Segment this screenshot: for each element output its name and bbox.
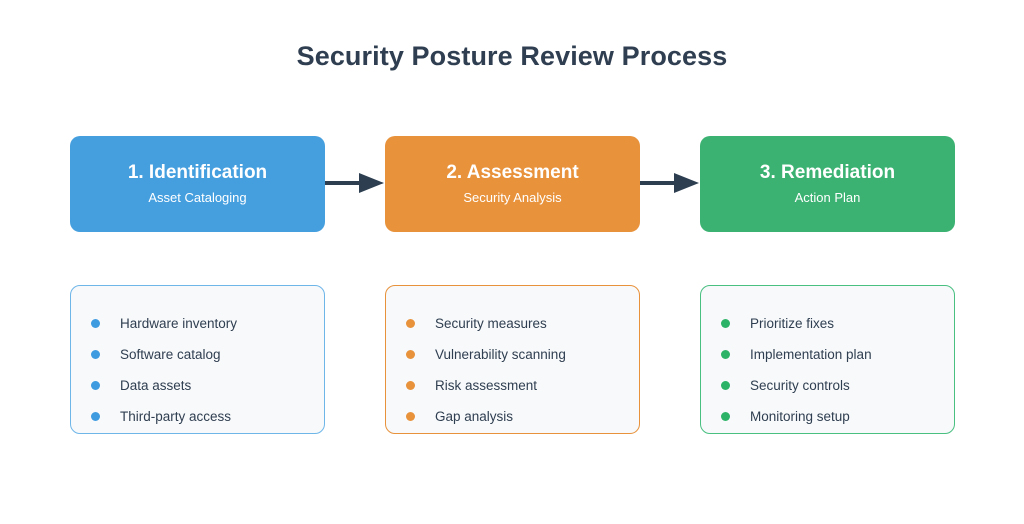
list-item[interactable]: Implementation plan — [701, 339, 954, 370]
list-item[interactable]: Vulnerability scanning — [386, 339, 639, 370]
list-item[interactable]: Hardware inventory — [71, 308, 324, 339]
list-item[interactable]: Risk assessment — [386, 370, 639, 401]
bullet-icon — [91, 319, 100, 328]
stage-subtitle: Asset Cataloging — [148, 189, 247, 205]
arrow-right-icon — [640, 172, 700, 194]
arrow-right-icon — [325, 172, 385, 194]
list-item[interactable]: Security controls — [701, 370, 954, 401]
stage-title: 2. Assessment — [446, 161, 579, 183]
stage-subtitle: Security Analysis — [463, 189, 562, 205]
stage-box-assessment[interactable]: 2. Assessment Security Analysis — [385, 136, 640, 232]
bullet-icon — [91, 381, 100, 390]
list-item-label: Risk assessment — [435, 377, 538, 393]
list-item-label: Monitoring setup — [750, 408, 850, 424]
list-item-label: Gap analysis — [435, 408, 514, 424]
bullet-icon — [91, 350, 100, 359]
list-item-label: Third-party access — [120, 408, 232, 424]
stage-title: 1. Identification — [127, 161, 268, 183]
page-title: Security Posture Review Process — [296, 41, 728, 71]
list-item[interactable]: Gap analysis — [386, 401, 639, 432]
bullet-icon — [406, 350, 415, 359]
list-item-label: Implementation plan — [750, 346, 872, 362]
bullet-icon — [406, 319, 415, 328]
detail-panel-identification: Hardware inventory Software catalog Data… — [70, 285, 325, 434]
bullet-icon — [721, 381, 730, 390]
detail-panel-assessment: Security measures Vulnerability scanning… — [385, 285, 640, 434]
list-item-label: Hardware inventory — [120, 315, 238, 331]
detail-panel-remediation: Prioritize fixes Implementation plan Sec… — [700, 285, 955, 434]
list-item-label: Software catalog — [120, 346, 221, 362]
bullet-icon — [721, 412, 730, 421]
list-item[interactable]: Security measures — [386, 308, 639, 339]
list-item[interactable]: Data assets — [71, 370, 324, 401]
bullet-icon — [406, 381, 415, 390]
list-item[interactable]: Monitoring setup — [701, 401, 954, 432]
list-item-label: Data assets — [120, 377, 192, 393]
bullet-icon — [91, 412, 100, 421]
stage-box-identification[interactable]: 1. Identification Asset Cataloging — [70, 136, 325, 232]
list-item-label: Vulnerability scanning — [435, 346, 566, 362]
stage-title: 3. Remediation — [759, 161, 896, 183]
bullet-icon — [721, 319, 730, 328]
stage-subtitle: Action Plan — [794, 189, 861, 205]
list-item[interactable]: Third-party access — [71, 401, 324, 432]
list-item-label: Security measures — [435, 315, 547, 331]
stage-box-remediation[interactable]: 3. Remediation Action Plan — [700, 136, 955, 232]
list-item[interactable]: Prioritize fixes — [701, 308, 954, 339]
bullet-icon — [406, 412, 415, 421]
list-item[interactable]: Software catalog — [71, 339, 324, 370]
list-item-label: Prioritize fixes — [750, 315, 835, 331]
list-item-label: Security controls — [750, 377, 850, 393]
bullet-icon — [721, 350, 730, 359]
